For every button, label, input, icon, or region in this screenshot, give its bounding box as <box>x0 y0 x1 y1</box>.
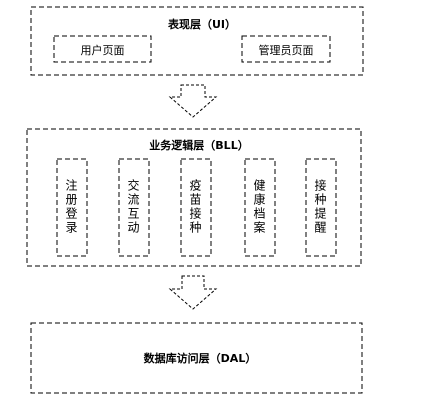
arrow-down-2 <box>168 275 218 310</box>
health-record-label: 健康档案 <box>252 179 266 235</box>
data-layer-title: 数据库访问层（DAL） <box>143 352 257 365</box>
user-page-box <box>53 35 152 63</box>
admin-page-box <box>241 35 331 63</box>
vaccination-reminder-label: 接种提醒 <box>313 179 327 235</box>
business-layer-container <box>26 128 362 267</box>
register-login-label: 注册登录 <box>64 179 78 235</box>
business-layer-title: 业务逻辑层（BLL） <box>149 139 249 152</box>
communication-label: 交流互动 <box>126 179 140 235</box>
arrow-down-1 <box>168 84 218 118</box>
admin-page-label: 管理员页面 <box>258 44 314 57</box>
user-page-label: 用户页面 <box>80 44 125 57</box>
vaccination-label: 疫苗接种 <box>188 179 202 235</box>
presentation-layer-title: 表现层（UI） <box>167 18 237 31</box>
